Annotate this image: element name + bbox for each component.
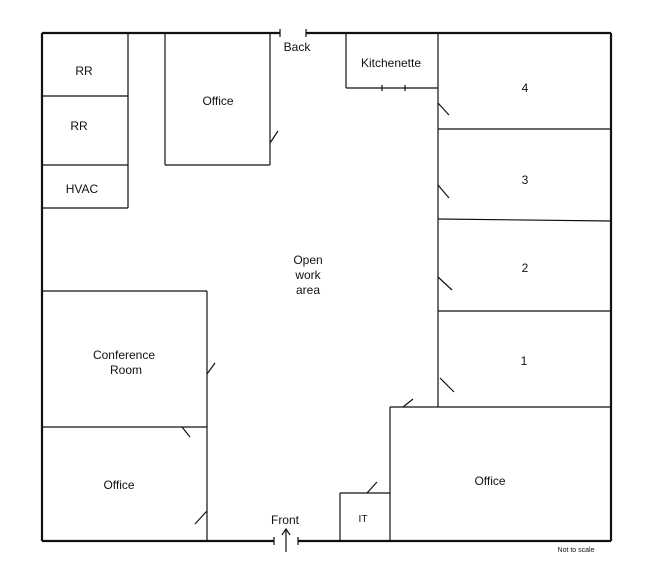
office-bottom-left-door: [194, 510, 208, 525]
open-area-label-line3: area: [296, 283, 320, 297]
room-3-label: 3: [522, 173, 529, 187]
room-4-label: 4: [522, 81, 529, 95]
office-4-door: [437, 102, 450, 116]
office-top-door: [269, 130, 279, 144]
conference-door: [206, 362, 216, 375]
conference-label-line2: Room: [110, 363, 142, 377]
back-entrance: [279, 29, 307, 37]
office-bottom-right-door: [402, 398, 414, 408]
office-bottom-left-label: Office: [103, 478, 134, 492]
it-door: [366, 481, 378, 494]
conference-room-walls: [42, 290, 216, 428]
office-top-label: Office: [202, 94, 233, 108]
rr-top-label: RR: [75, 64, 93, 78]
office-bottom-left-walls: [181, 426, 208, 541]
office-top-walls: [164, 33, 279, 166]
scale-note: Not to scale: [558, 547, 595, 554]
open-area-label-line2: work: [294, 268, 321, 282]
front-label: Front: [271, 513, 300, 527]
it-label: IT: [359, 514, 368, 525]
numbered-offices-walls: [437, 33, 612, 407]
hvac-label: HVAC: [66, 182, 99, 196]
office-bottom-right-label: Office: [474, 474, 505, 488]
office-bottom-left-door-top: [181, 426, 191, 438]
kitchenette-label: Kitchenette: [361, 56, 421, 70]
restroom-hvac-block: [42, 33, 129, 209]
open-area-label-line1: Open: [293, 253, 322, 267]
office-bottom-right-walls: [389, 398, 611, 541]
conference-label-line1: Conference: [93, 348, 155, 362]
entry-arrow-icon: [281, 527, 291, 536]
office-1-door: [439, 377, 455, 393]
front-entrance: [273, 527, 299, 552]
room-2-label: 2: [522, 261, 529, 275]
office-2-door: [437, 276, 453, 291]
room-1-label: 1: [521, 354, 528, 368]
office-3-door: [437, 184, 450, 199]
it-closet-walls: [339, 481, 390, 541]
kitchenette-walls: [345, 33, 438, 91]
outer-walls: [40, 31, 613, 543]
rr-bottom-label: RR: [70, 119, 88, 133]
back-label: Back: [284, 40, 312, 54]
